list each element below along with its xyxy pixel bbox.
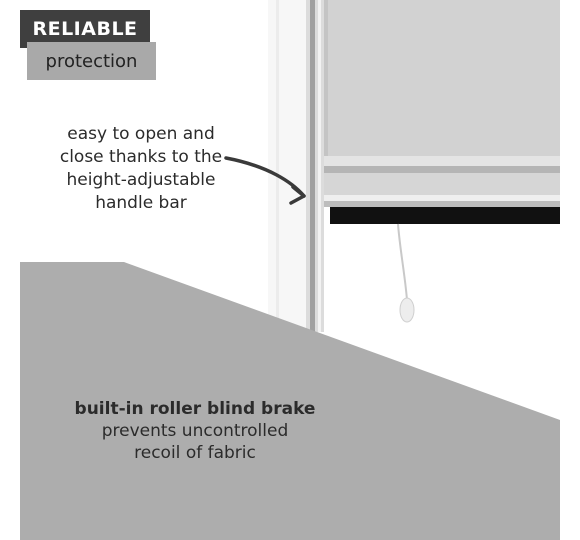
badge-subtitle: protection: [27, 42, 156, 80]
callout-line: close thanks to the: [59, 147, 223, 167]
badge-title: RELIABLE: [20, 10, 150, 48]
handle-bar-body: [324, 173, 560, 195]
feature-description-line: prevents uncontrolled: [101, 421, 289, 441]
callout-line: handle bar: [95, 193, 187, 213]
handle-bar-top: [324, 156, 560, 166]
guide-rail-shadow: [310, 0, 315, 332]
callout-line: easy to open and: [67, 124, 215, 144]
window-frame-edge: [276, 0, 279, 330]
blind-fabric: [324, 0, 560, 158]
brake-feature-text: built-in roller blind brake prevents unc…: [40, 398, 350, 464]
pull-cord: [397, 223, 408, 301]
feature-description-line: recoil of fabric: [134, 443, 256, 463]
handle-bar-lip: [324, 195, 560, 201]
brush-seal: [330, 207, 560, 224]
guide-rail-highlight: [318, 0, 321, 332]
callout-line: height-adjustable: [66, 170, 216, 190]
handle-bar-underside: [324, 201, 560, 207]
feature-title: built-in roller blind brake: [74, 399, 316, 419]
pull-cord-knob: [399, 297, 415, 323]
callout-arrowhead: [289, 185, 306, 205]
info-panel-background: [20, 262, 560, 540]
handle-bar-groove: [324, 166, 560, 173]
window-frame-post: [268, 0, 306, 330]
handle-bar-callout: easy to open and close thanks to the hei…: [26, 123, 256, 215]
blind-fabric-edge: [324, 0, 328, 158]
